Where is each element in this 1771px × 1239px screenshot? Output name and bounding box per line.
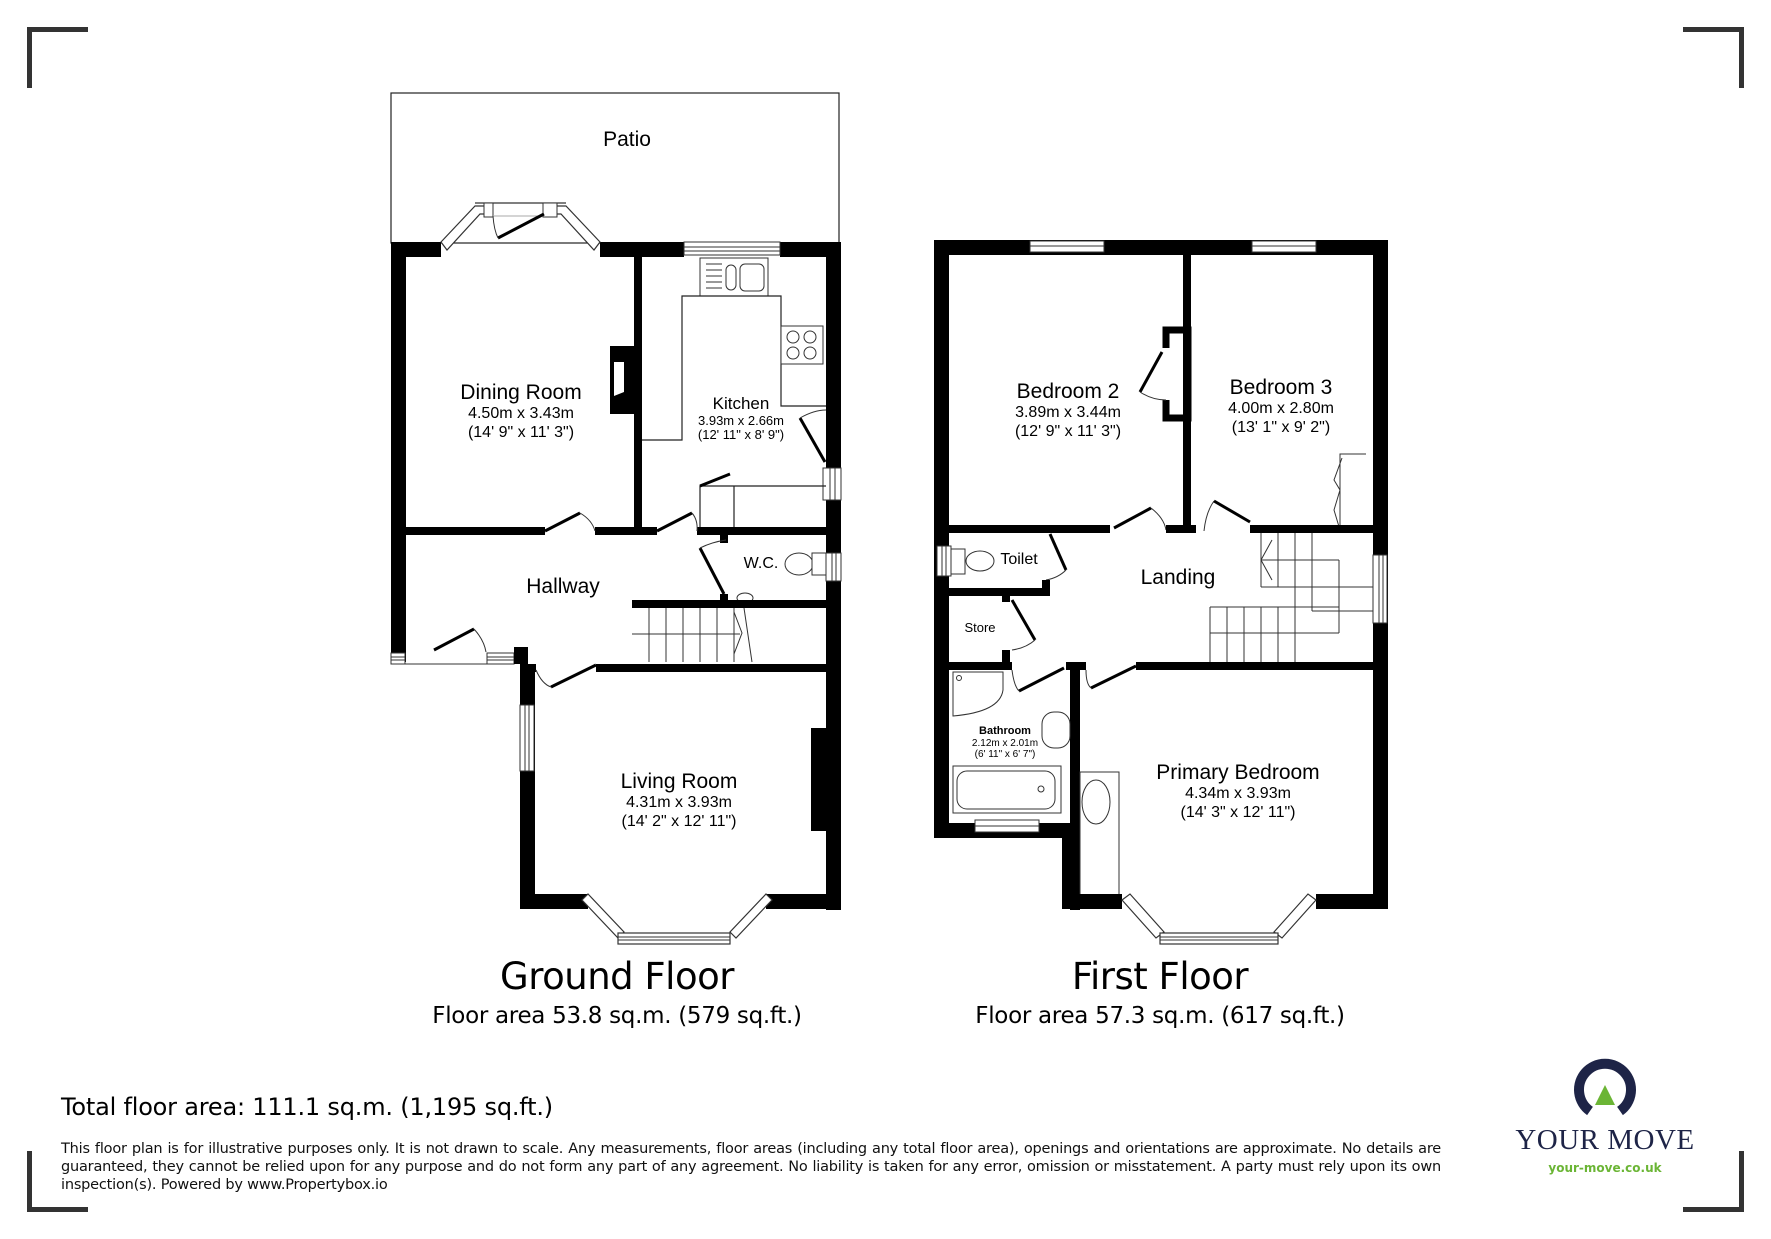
frame-corner-bottom-right [1683, 1151, 1744, 1212]
first-floor-plan [934, 240, 1388, 945]
ground-floor-title: Ground Floor [500, 955, 734, 998]
room-label-primary-bedroom: Primary Bedroom 4.34m x 3.93m (14' 3" x … [1156, 761, 1320, 821]
brand-name: YOUR MOVE [1515, 1124, 1695, 1156]
room-label-bedroom-2: Bedroom 2 3.89m x 3.44m (12' 9" x 11' 3"… [1014, 380, 1122, 440]
room-label-dining-room: Dining Room 4.50m x 3.43m (14' 9" x 11' … [460, 381, 582, 441]
room-label-bathroom: Bathroom 2.12m x 2.01m (6' 11" x 6' 7") [971, 725, 1039, 761]
room-label-hallway: Hallway [526, 575, 600, 598]
total-floor-area: Total floor area: 111.1 sq.m. (1,195 sq.… [61, 1093, 553, 1121]
room-label-living-room: Living Room 4.31m x 3.93m (14' 2" x 12' … [620, 770, 738, 830]
first-floor-area: Floor area 57.3 sq.m. (617 sq.ft.) [975, 1003, 1345, 1029]
room-label-landing: Landing [1140, 566, 1216, 589]
room-label-wc: W.C. [743, 555, 779, 572]
room-label-toilet: Toilet [1000, 551, 1038, 568]
location-pin-arch-icon [1574, 1058, 1636, 1116]
room-label-kitchen: Kitchen 3.93m x 2.66m (12' 11" x 8' 9") [697, 394, 785, 443]
ground-floor-area: Floor area 53.8 sq.m. (579 sq.ft.) [432, 1003, 802, 1029]
room-label-store: Store [964, 620, 996, 635]
ground-floor-plan [390, 92, 842, 945]
patio-outline [390, 92, 840, 244]
frame-corner-top-left [27, 27, 88, 88]
frame-corner-bottom-left [27, 1151, 88, 1212]
first-floor-title: First Floor [1071, 955, 1249, 998]
frame-corner-top-right [1683, 27, 1744, 88]
room-label-patio: Patio [603, 128, 651, 151]
room-label-bedroom-3: Bedroom 3 4.00m x 2.80m (13' 1" x 9' 2") [1228, 376, 1334, 436]
brand-url: your-move.co.uk [1548, 1161, 1662, 1175]
disclaimer-text: This floor plan is for illustrative purp… [61, 1141, 1441, 1193]
brand-logo: YOUR MOVE your-move.co.uk [1510, 1055, 1700, 1175]
